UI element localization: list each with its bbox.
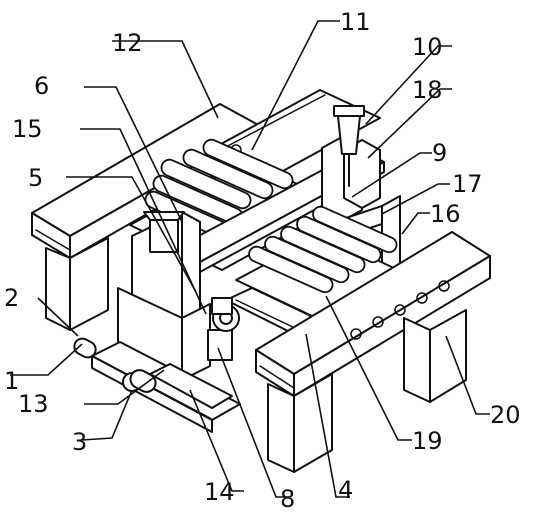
callout-6: 6 xyxy=(34,72,49,100)
callout-3: 3 xyxy=(72,428,87,456)
callout-13: 13 xyxy=(18,390,49,418)
callout-5: 5 xyxy=(28,164,43,192)
tower-bracket xyxy=(321,105,381,221)
motor-gearbox xyxy=(207,297,240,361)
callout-12: 12 xyxy=(112,29,143,57)
front-right-beam xyxy=(255,231,491,397)
callout-16: 16 xyxy=(430,200,461,228)
callout-20: 20 xyxy=(490,401,521,429)
callout-11: 11 xyxy=(340,8,371,36)
callout-15: 15 xyxy=(12,115,43,143)
front-right-legs xyxy=(267,309,467,473)
callout-19: 19 xyxy=(412,427,443,455)
callout-18: 18 xyxy=(412,76,443,104)
callout-10: 10 xyxy=(412,33,443,61)
leader-lines xyxy=(10,20,490,498)
callout-labels: 1 2 3 4 5 6 8 9 10 11 12 13 14 15 16 17 … xyxy=(4,8,521,513)
callout-8: 8 xyxy=(280,485,295,513)
callout-1: 1 xyxy=(4,367,19,395)
front-left-base xyxy=(73,337,241,433)
callout-14: 14 xyxy=(204,478,235,506)
callout-4: 4 xyxy=(338,476,353,504)
callout-9: 9 xyxy=(432,139,447,167)
back-left-legs xyxy=(45,237,109,331)
callout-2: 2 xyxy=(4,284,19,312)
lower-roller-bed xyxy=(235,205,399,317)
callout-17: 17 xyxy=(452,170,483,198)
